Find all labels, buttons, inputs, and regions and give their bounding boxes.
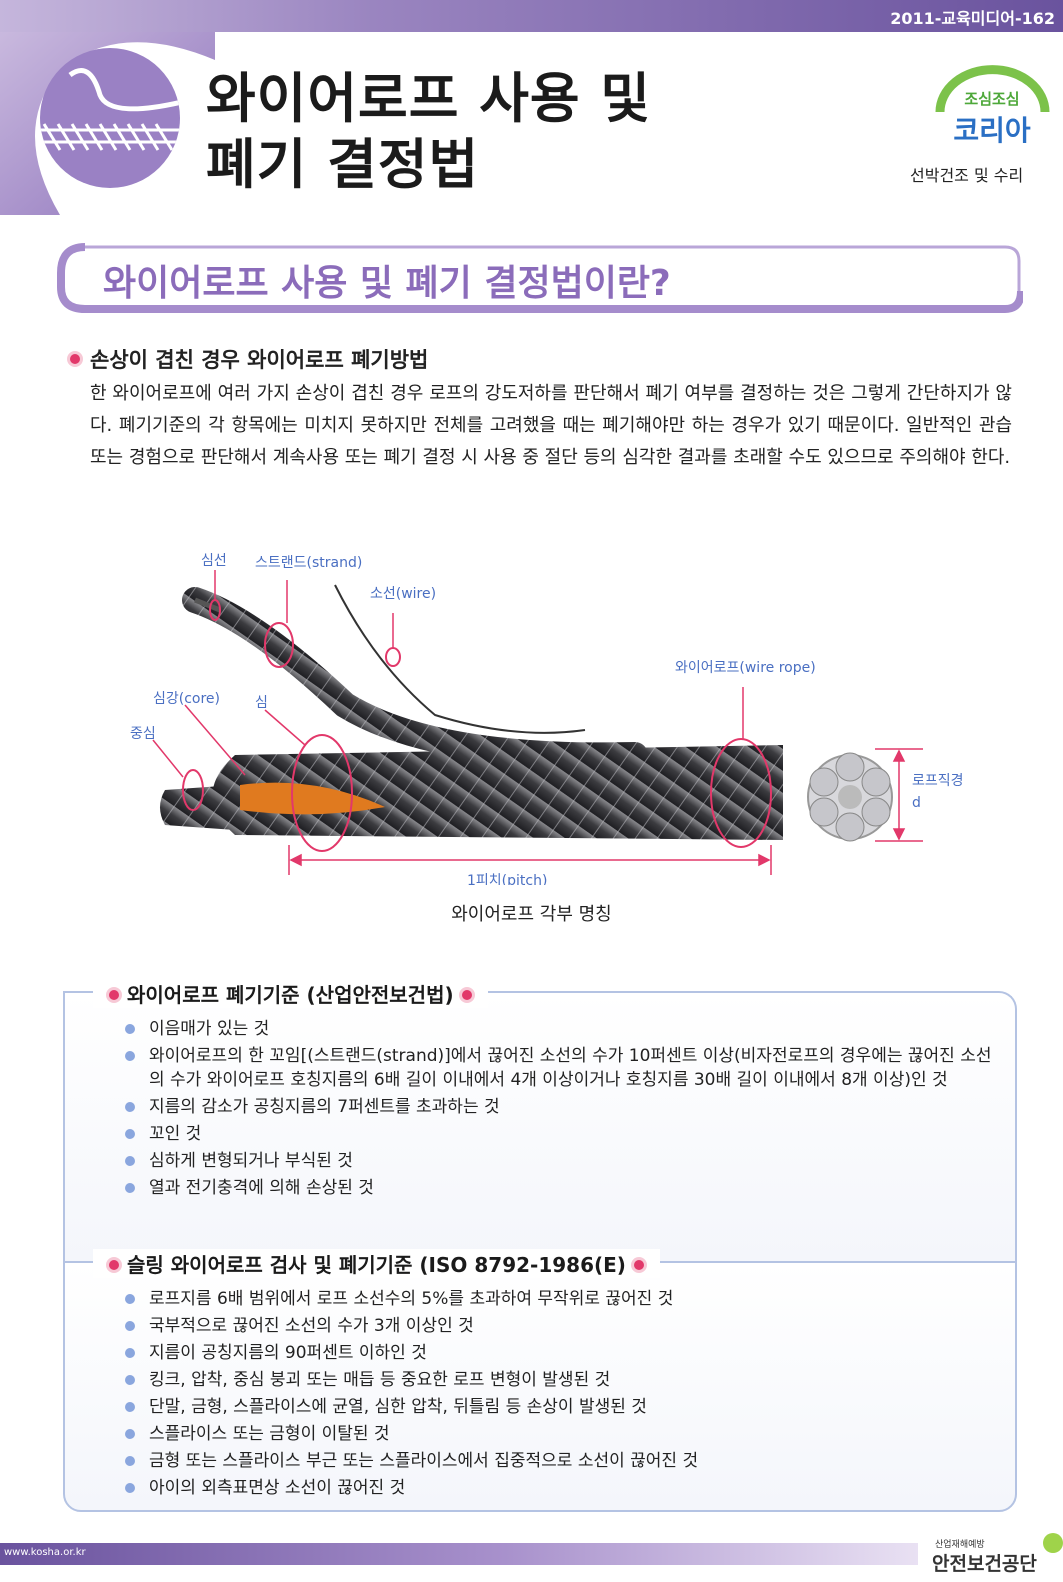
kosha-criteria-heading-text: 와이어로프 폐기기준 (산업안전보건법) bbox=[127, 983, 454, 1007]
iso-criteria-heading: 슬링 와이어로프 검사 및 폐기기준 (ISO 8792-1986(E) bbox=[93, 1249, 660, 1278]
label-sim: 심 bbox=[255, 695, 268, 711]
section-banner bbox=[57, 243, 1023, 313]
logo-caption: 선박건조 및 수리 bbox=[910, 166, 1024, 185]
footer-org-tagline: 산업재해예방 bbox=[935, 1540, 985, 1550]
label-strand: 스트랜드(strand) bbox=[255, 555, 362, 571]
rope-core bbox=[240, 782, 385, 815]
damage-heading-text: 손상이 겹친 경우 와이어로프 폐기방법 bbox=[90, 348, 429, 372]
rope-emblem-icon bbox=[0, 32, 215, 215]
list-item: 와이어로프의 한 꼬임[(스트랜드(strand)]에서 끊어진 소선의 수가 … bbox=[123, 1044, 993, 1092]
iso-criteria-box: 슬링 와이어로프 검사 및 폐기기준 (ISO 8792-1986(E) 로프지… bbox=[63, 1249, 1017, 1512]
list-item: 아이의 외측표면상 소선이 끊어진 것 bbox=[123, 1476, 993, 1500]
label-wire: 소선(wire) bbox=[370, 586, 436, 602]
single-wire bbox=[334, 584, 586, 734]
campaign-logo: 조심조심 코리아 bbox=[935, 65, 1050, 147]
rope-cross-section bbox=[807, 752, 893, 842]
heading-bullet-icon bbox=[109, 990, 119, 1000]
list-item: 이음매가 있는 것 bbox=[123, 1017, 993, 1041]
logo-top-text: 조심조심 bbox=[964, 90, 1019, 108]
kosha-criteria-list: 이음매가 있는 것 와이어로프의 한 꼬임[(스트랜드(strand)]에서 끊… bbox=[123, 1017, 993, 1203]
footer-bar bbox=[0, 1543, 918, 1565]
kosha-criteria-box: 와이어로프 폐기기준 (산업안전보건법) 이음매가 있는 것 와이어로프의 한 … bbox=[63, 979, 1017, 1263]
list-item: 심하게 변형되거나 부식된 것 bbox=[123, 1149, 993, 1173]
heading-bullet-icon bbox=[461, 990, 472, 1000]
heading-bullet-icon bbox=[70, 354, 80, 364]
kosha-criteria-heading: 와이어로프 폐기기준 (산업안전보건법) bbox=[93, 979, 488, 1008]
list-item: 지름의 감소가 공칭지름의 7퍼센트를 초과하는 것 bbox=[123, 1095, 993, 1119]
logo-main-text: 코리아 bbox=[953, 114, 1031, 147]
diagram-caption: 와이어로프 각부 명칭 bbox=[451, 904, 612, 925]
list-item: 금형 또는 스플라이스 부근 또는 스플라이스에서 집중적으로 소선이 끊어진 … bbox=[123, 1449, 993, 1473]
list-item: 단말, 금형, 스플라이스에 균열, 심한 압착, 뒤틀림 등 손상이 발생된 … bbox=[123, 1395, 993, 1419]
label-pitch: 1피치(pitch) bbox=[467, 873, 547, 885]
label-core: 심강(core) bbox=[153, 691, 220, 707]
iso-criteria-list: 로프지름 6배 범위에서 로프 소선수의 5%를 초과하여 무작위로 끊어진 것… bbox=[123, 1287, 993, 1503]
footer-url[interactable]: www.kosha.or.kr bbox=[4, 1547, 86, 1558]
list-item: 로프지름 6배 범위에서 로프 소선수의 5%를 초과하여 무작위로 끊어진 것 bbox=[123, 1287, 993, 1311]
damage-paragraph: 한 와이어로프에 여러 가지 손상이 겹친 경우 로프의 강도저하를 판단해서 … bbox=[90, 383, 1012, 468]
damage-heading: 손상이 겹친 경우 와이어로프 폐기방법 bbox=[70, 344, 428, 374]
page-title-line2: 폐기 결정법 bbox=[206, 133, 480, 196]
list-item: 열과 전기충격에 의해 손상된 것 bbox=[123, 1176, 993, 1200]
page-title: 와이어로프 사용 및 폐기 결정법 bbox=[206, 66, 826, 198]
org-logo-icon bbox=[1043, 1533, 1063, 1553]
document-code: 2011-교육미디어-162 bbox=[890, 9, 1055, 28]
wire-rope-diagram: 심선 스트랜드(strand) 소선(wire) 와이어로프(wire rope… bbox=[130, 553, 964, 885]
top-bar bbox=[0, 0, 1063, 32]
label-wire-rope: 와이어로프(wire rope) bbox=[675, 660, 816, 676]
list-item: 국부적으로 끊어진 소선의 수가 3개 이상인 것 bbox=[123, 1314, 993, 1338]
rope-body bbox=[212, 745, 783, 840]
list-item: 킹크, 압착, 중심 붕괴 또는 매듭 등 중요한 로프 변형이 발생된 것 bbox=[123, 1368, 993, 1392]
list-item: 스플라이스 또는 금형이 이탈된 것 bbox=[123, 1422, 993, 1446]
heading-bullet-icon bbox=[109, 1260, 119, 1270]
iso-criteria-heading-text: 슬링 와이어로프 검사 및 폐기기준 (ISO 8792-1986(E) bbox=[127, 1253, 626, 1277]
list-item: 꼬인 것 bbox=[123, 1122, 993, 1146]
list-item: 지름이 공칭지름의 90퍼센트 이하인 것 bbox=[123, 1341, 993, 1365]
banner-title: 와이어로프 사용 및 폐기 결정법이란? bbox=[103, 263, 671, 304]
heading-bullet-icon bbox=[633, 1260, 644, 1270]
page-title-line1: 와이어로프 사용 및 bbox=[206, 67, 652, 130]
footer-org-name: 안전보건공단 bbox=[932, 1553, 1037, 1575]
label-rope-diameter: 로프직경 bbox=[912, 773, 964, 789]
label-diameter-d: d bbox=[912, 795, 921, 811]
label-core-wire: 심선 bbox=[201, 553, 227, 569]
label-center: 중심 bbox=[130, 726, 156, 742]
